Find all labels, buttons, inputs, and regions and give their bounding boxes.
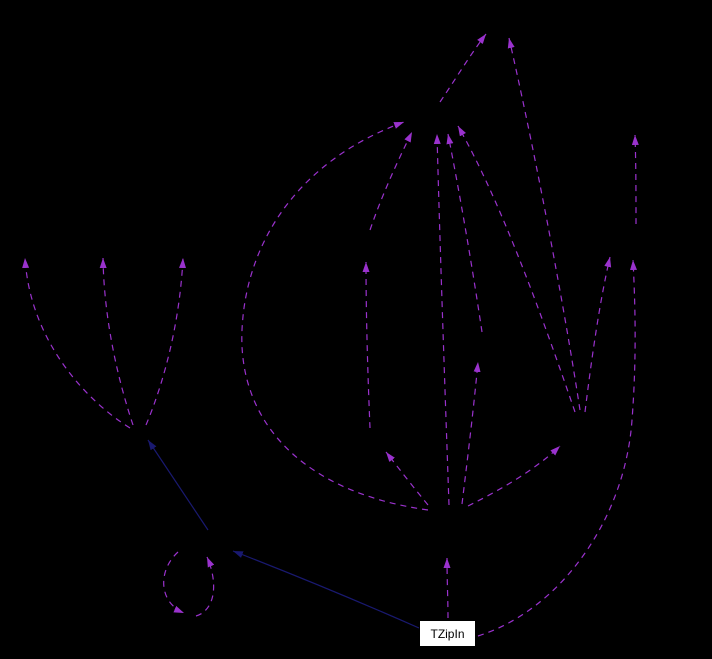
dependency-edge	[369, 131, 413, 231]
dependency-edge	[145, 257, 187, 426]
dependency-edge	[467, 445, 561, 507]
dependency-edge	[443, 557, 451, 619]
dependency-edge	[631, 134, 639, 225]
dependency-edge	[439, 33, 487, 103]
dashed-dependency-edges	[22, 33, 639, 637]
dependency-edge	[507, 37, 581, 411]
dependency-edge	[362, 261, 371, 429]
dependency-edge	[241, 121, 429, 511]
inheritance-edge	[147, 439, 209, 531]
dependency-edge	[457, 125, 576, 413]
dependency-edge	[477, 259, 637, 637]
dependency-edge	[385, 451, 429, 506]
dependency-edge	[584, 256, 612, 413]
dependency-edge-loop	[195, 556, 215, 617]
dependency-edge	[461, 361, 481, 505]
solid-inheritance-edges	[147, 439, 420, 629]
dependency-edge	[99, 257, 134, 426]
dependency-edge	[22, 257, 131, 429]
dependency-edge	[446, 133, 483, 333]
dependency-edge-loop	[163, 551, 185, 614]
dependency-edge	[433, 133, 450, 506]
node-tzipin[interactable]: TZipIn	[419, 620, 476, 647]
inheritance-edge	[232, 550, 420, 629]
